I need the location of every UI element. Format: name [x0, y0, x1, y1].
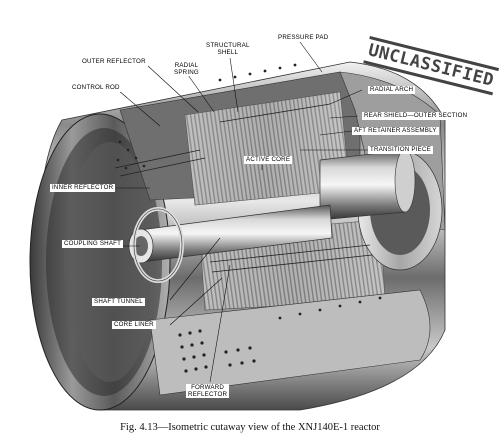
label-outer-reflector: OUTER REFLECTOR [80, 58, 148, 66]
label-shaft-tunnel: SHAFT TUNNEL [92, 298, 145, 306]
label-active-core: ACTIVE CORE [244, 156, 293, 164]
label-structural-shell: STRUCTURAL SHELL [204, 42, 252, 56]
lower-outer-band [149, 289, 431, 396]
label-structural-shell-line1: STRUCTURAL [206, 42, 250, 49]
label-structural-shell-line2: SHELL [217, 49, 239, 56]
label-inner-reflector: INNER REFLECTOR [50, 184, 116, 192]
control-rods [114, 103, 373, 273]
label-forward-reflector-line1: FORWARD [191, 384, 225, 391]
label-radial-spring-line1: RADIAL [174, 62, 199, 69]
label-radial-spring-line2: SPRING [174, 69, 199, 76]
label-forward-reflector: FORWARD REFLECTOR [186, 384, 230, 398]
label-forward-reflector-line2: REFLECTOR [188, 391, 228, 398]
label-core-liner: CORE LINER [112, 321, 156, 329]
figure-caption: Fig. 4.13—Isometric cutaway view of the … [120, 422, 380, 433]
label-transition-piece: TRANSITION PIECE [368, 146, 433, 154]
label-radial-arch: RADIAL ARCH [368, 86, 416, 94]
label-aft-retainer: AFT RETAINER ASSEMBLY [352, 127, 439, 135]
label-rear-shield: REAR SHIELD—OUTER SECTION [362, 112, 470, 120]
leader-lines [116, 41, 368, 383]
label-control-rod: CONTROL ROD [70, 84, 122, 92]
label-radial-spring: RADIAL SPRING [172, 62, 201, 76]
label-coupling-shaft: COUPLING SHAFT [62, 240, 124, 248]
label-pressure-pad: PRESSURE PAD [276, 34, 331, 42]
reflector-holes [116, 63, 382, 373]
